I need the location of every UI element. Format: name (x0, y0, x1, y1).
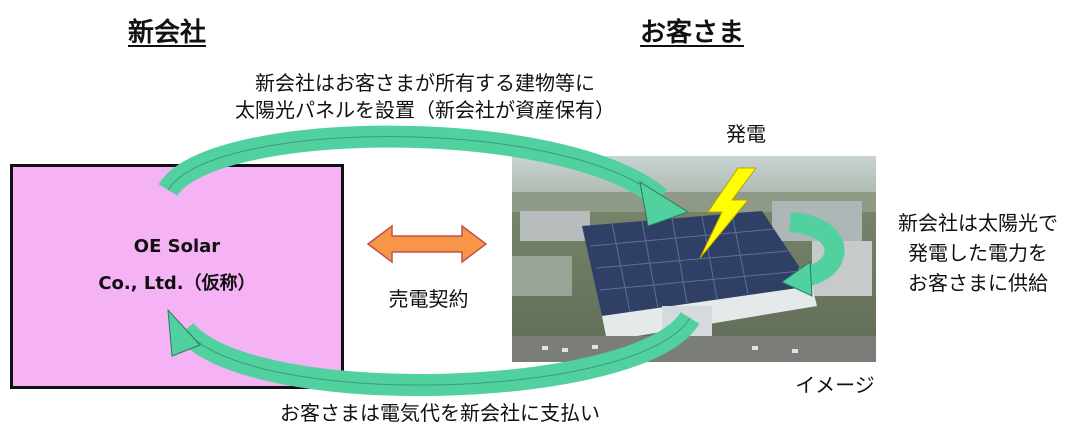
customer-heading: お客さま (640, 18, 745, 48)
install-caption-line1: 新会社はお客さまが所有する建物等に (255, 71, 595, 95)
contract-arrow (366, 224, 488, 264)
company-name-line2: Co., Ltd.（仮称） (98, 273, 256, 294)
lightning-icon (699, 167, 757, 259)
payment-arrow-outline (184, 317, 691, 386)
install-arrowhead (639, 180, 690, 227)
supply-caption: 新会社は太陽光で 発電した電力を お客さまに供給 (883, 208, 1073, 298)
supply-arrow (788, 212, 845, 288)
install-arrow (158, 125, 668, 207)
supply-caption-line3: お客さまに供給 (908, 271, 1048, 295)
payment-arrowhead (167, 308, 201, 357)
company-name-line1: OE Solar (133, 236, 221, 257)
generation-label: 発電 (726, 122, 766, 146)
payment-arrow (176, 311, 700, 396)
payment-caption: お客さまは電気代を新会社に支払い (280, 401, 600, 425)
image-label: イメージ (795, 373, 875, 397)
supply-arrowhead (781, 261, 813, 297)
supply-caption-line2: 発電した電力を (908, 241, 1048, 265)
contract-label: 売電契約 (388, 287, 469, 311)
install-arrow-outline (167, 136, 661, 199)
install-caption: 新会社はお客さまが所有する建物等に 太陽光パネルを設置（新会社が資産保有） (200, 70, 650, 124)
install-caption-line2: 太陽光パネルを設置（新会社が資産保有） (235, 98, 615, 122)
company-heading: 新会社 (128, 18, 207, 48)
supply-caption-line1: 新会社は太陽光で (898, 211, 1058, 235)
